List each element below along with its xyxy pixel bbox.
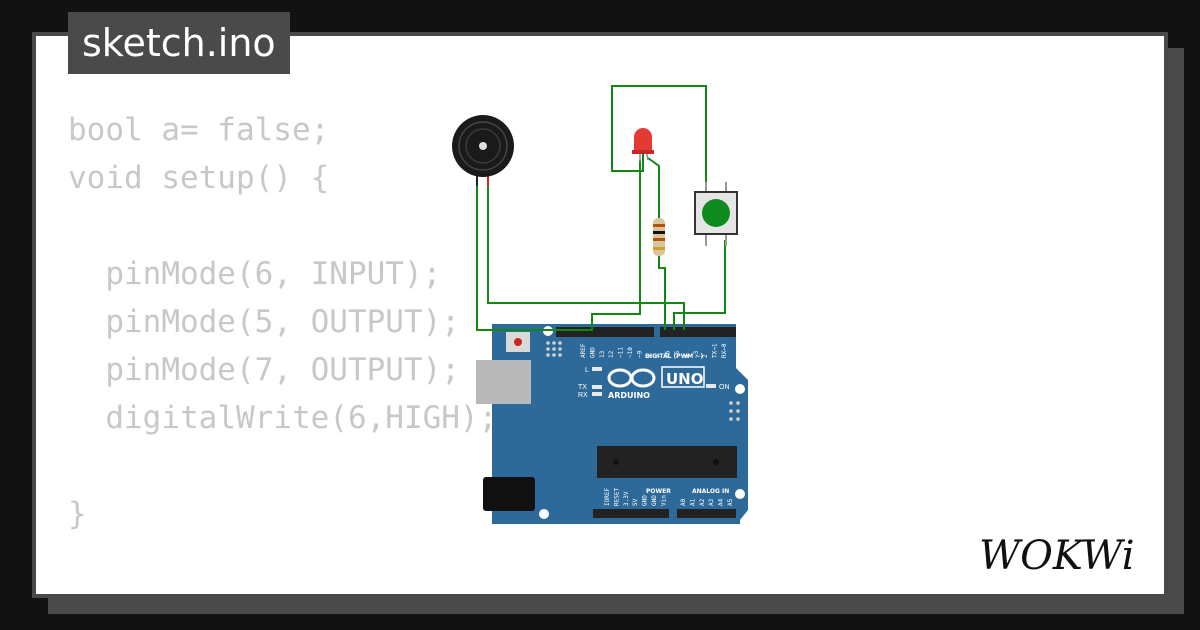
pin-label: 8 [646,354,653,358]
code-line: void loop() { [68,586,497,594]
file-name-badge: sketch.ino [68,12,290,74]
label-power: POWER [646,488,671,495]
pin-label: A3 [708,498,715,506]
pin-label: A0 [680,498,687,506]
wire-buzzer-signal [487,172,685,330]
wire-buzzer-gnd [476,160,641,331]
code-line: pinMode(6, INPUT); [68,256,442,292]
icsp-header [546,341,562,357]
wire-led-resistor [647,157,660,218]
code-line: digitalWrite(6,HIGH); [68,400,498,436]
power-jack [483,477,535,511]
led-body [634,128,652,152]
label-digital: DIGITAL (PWM ~) [645,353,703,360]
power-header [593,509,669,518]
pin-label: GND [589,347,596,358]
resistor-body [653,218,665,256]
wires [476,85,726,331]
pin-label: RX←0 [721,343,728,358]
push-button[interactable] [694,182,738,246]
code-line: pinMode(5, OUTPUT); [68,304,460,340]
arduino-logo-icon [607,368,656,388]
pin-label: TX→1 [712,343,719,358]
pin-label: 7 [655,354,662,358]
pin-label: GND [642,495,649,506]
reset-button[interactable] [514,338,522,346]
board-brand: ARDUINO [608,391,650,400]
wire-led-button-loop [611,85,707,192]
buzzer[interactable] [452,115,514,186]
digital-header-right [660,327,736,337]
led-rx-indicator [592,392,602,396]
wire-button-pin6 [673,240,726,330]
red-led[interactable] [632,128,654,162]
mounting-hole [735,489,745,499]
button-cap[interactable] [702,199,730,227]
wire-resistor-pin7 [658,256,666,330]
code-line: } [68,496,87,532]
label-analog: ANALOG IN [692,488,729,495]
pin-label: 2 [702,354,709,358]
pin-label: IOREF [604,488,611,506]
label-l: L [585,367,589,374]
pin-label: 12 [608,350,615,358]
pin-label: AREF [580,343,587,358]
wokwi-logo: WOKWi [979,533,1135,577]
wokwi-logo-text: WOKWi [979,533,1135,577]
pin-label: 13 [599,350,606,358]
pin-label: GND [651,495,658,506]
pin-label: ~5 [674,350,681,358]
digital-header-left [556,327,654,337]
label-on: ON [719,384,730,391]
led-tx-indicator [592,385,602,389]
pin-label: Vin [660,495,667,506]
usb-connector [476,360,531,404]
arduino-uno-board[interactable]: L TX RX ON UNO ARDUINO DIGITAL (PWM ~) P… [476,324,748,524]
led-on-indicator [706,384,716,388]
board-model: UNO [666,370,704,388]
pin-label: RESET [613,488,620,506]
pin-label: 3.3V [623,491,630,506]
label-tx: TX [578,384,587,391]
pin-label: ~9 [636,350,643,358]
chip-dot [713,459,719,465]
led-l-indicator [592,367,602,371]
label-rx: RX [578,392,588,399]
code-line: bool a= false; [68,112,330,148]
uno-frame [661,366,705,388]
mounting-hole [539,509,549,519]
pin-label: 5V [632,498,639,506]
pin-label: A5 [727,498,734,506]
pin-label: ~10 [627,347,634,358]
resistor[interactable] [653,218,665,256]
code-preview: bool a= false; void setup() { pinMode(6, … [68,106,498,594]
analog-header [677,509,736,518]
pin-label: ~6 [665,350,672,358]
pin-label: A2 [699,498,706,506]
pin-label: A4 [718,498,725,506]
pin-label: ~11 [618,347,625,358]
code-line: pinMode(7, OUTPUT); [68,352,460,388]
pin-label: A1 [689,498,696,506]
pin-label: ~3 [693,350,700,358]
pin-label: 4 [683,354,690,358]
code-line: void setup() { [68,160,330,196]
chip-notch [613,459,619,465]
icsp-header-2 [729,401,740,421]
mounting-hole [735,384,745,394]
